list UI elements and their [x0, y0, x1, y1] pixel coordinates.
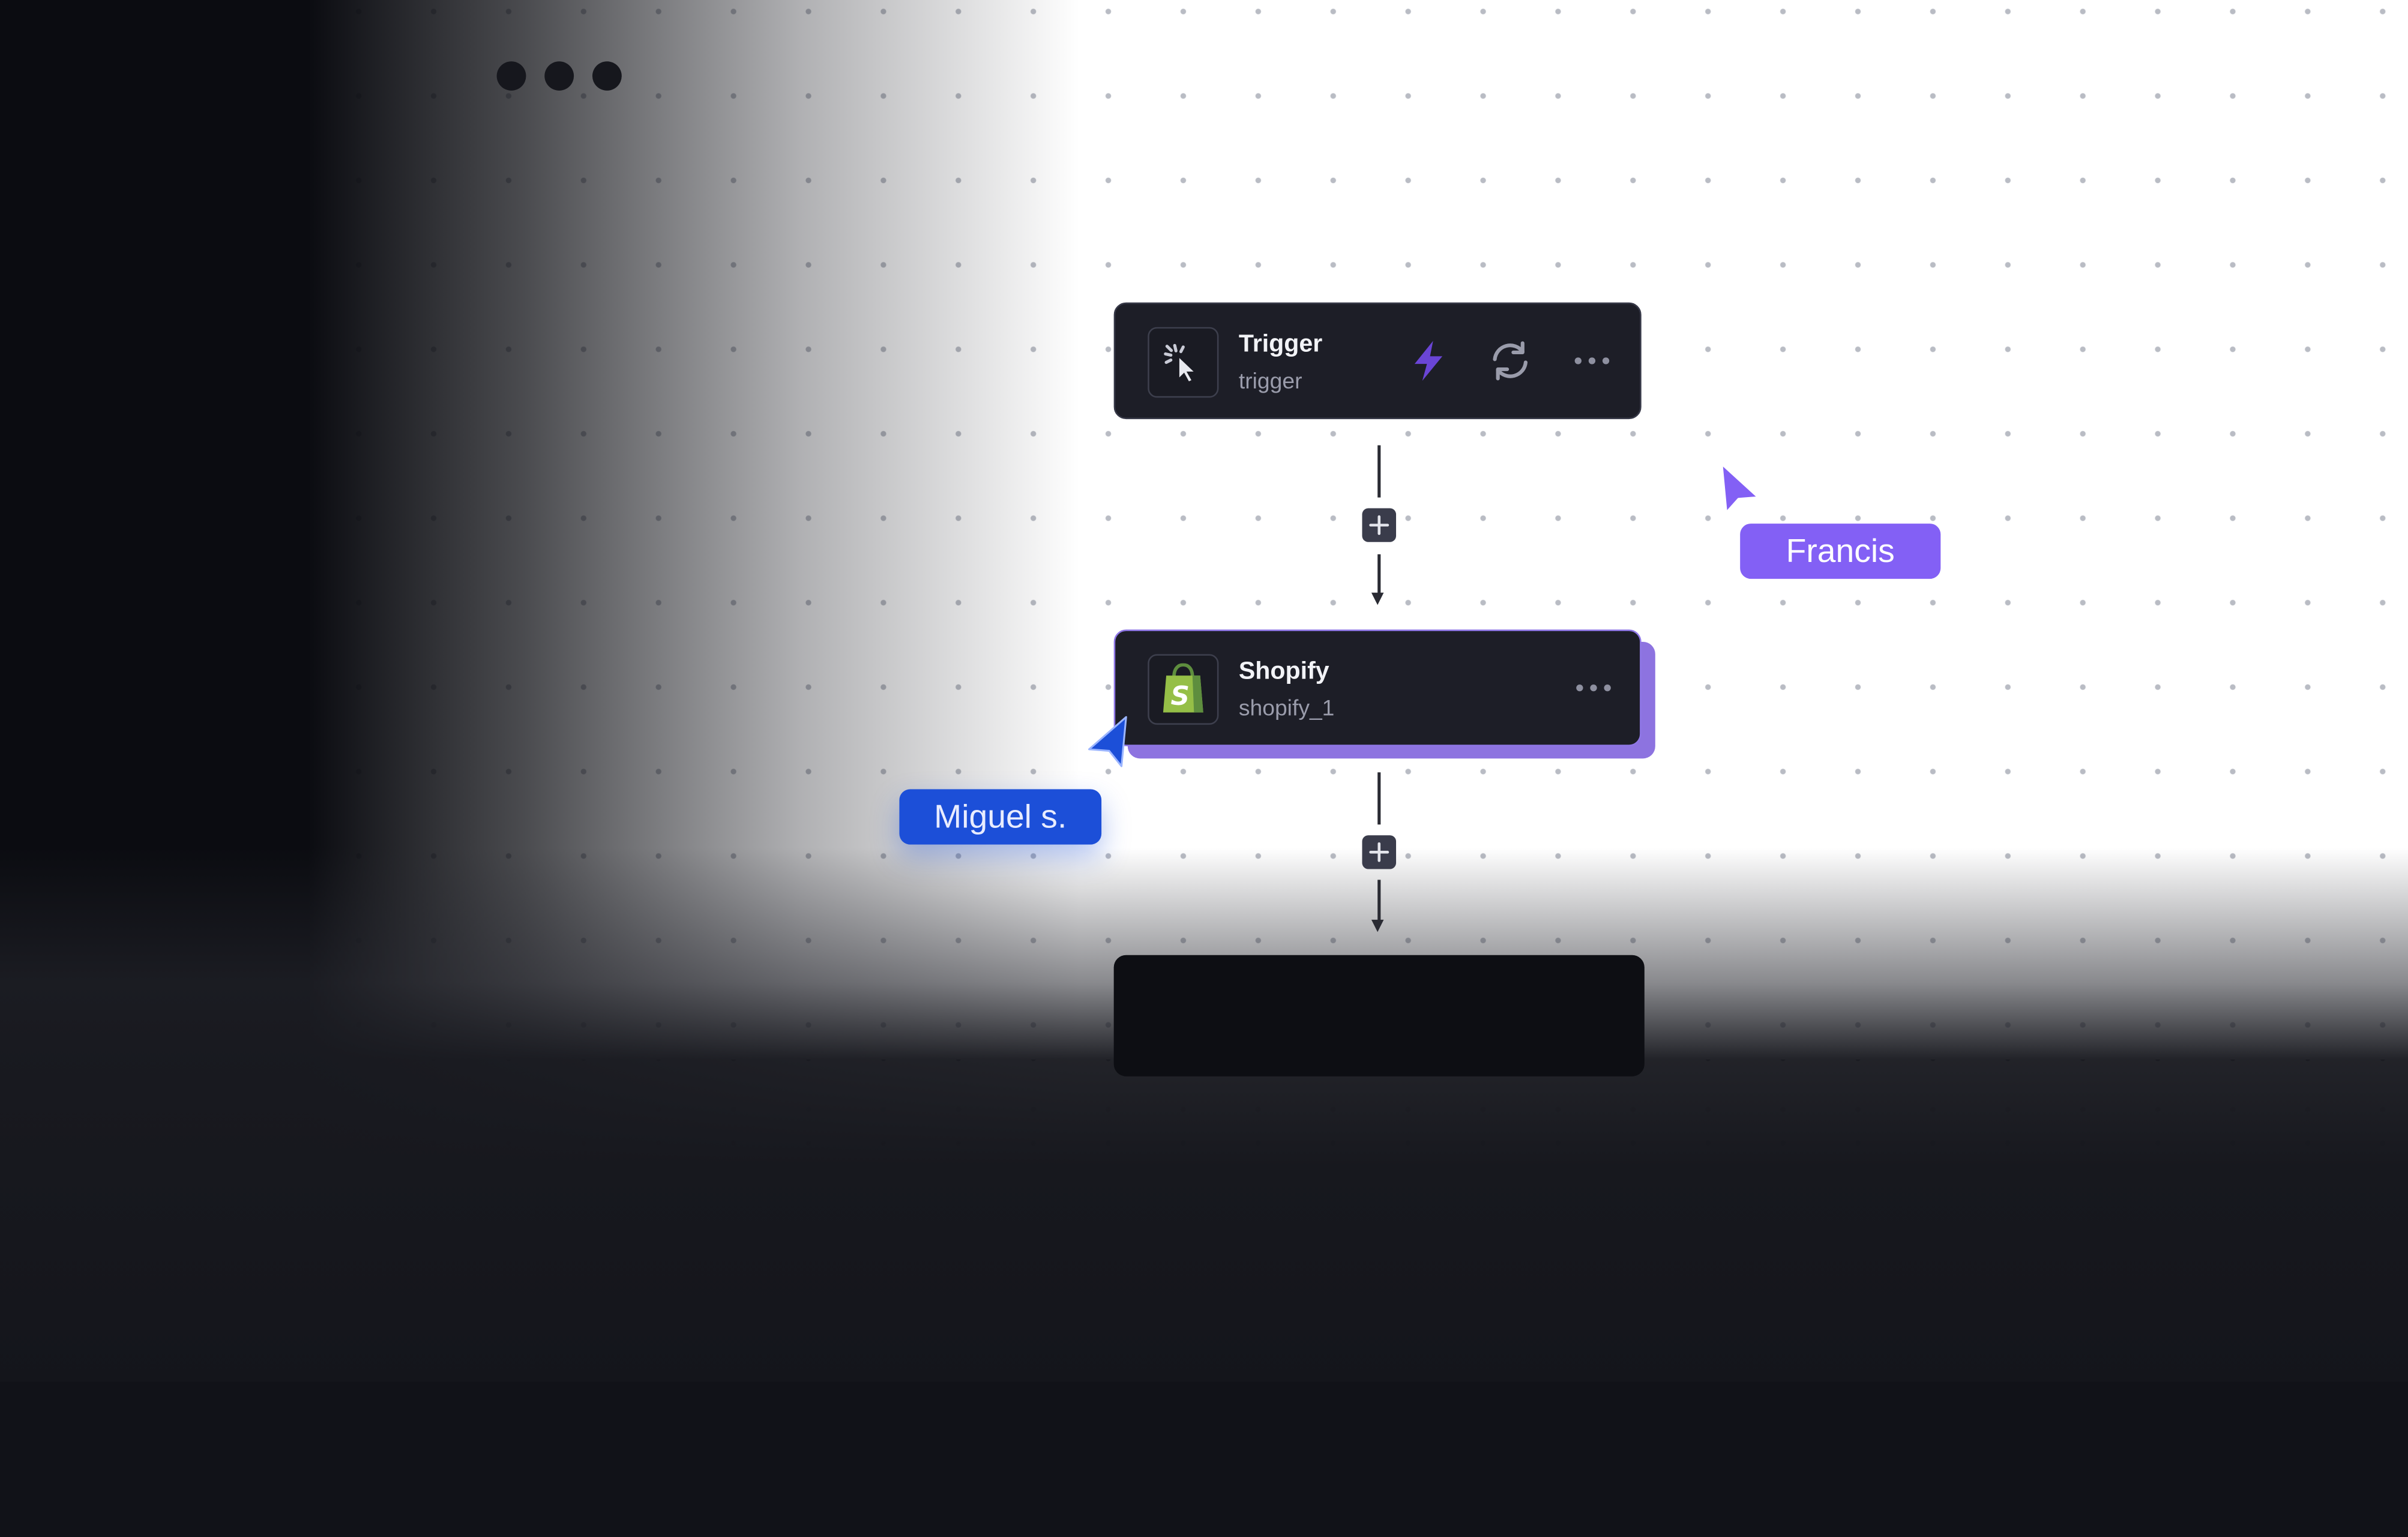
- bottom-strip: [0, 1381, 2408, 1537]
- window-controls: [496, 61, 622, 91]
- cursor-arrow-icon: [1085, 714, 1131, 777]
- cursor-arrow-icon: [1717, 460, 1763, 524]
- connector-line: [1377, 554, 1380, 594]
- arrow-down-icon: [1371, 593, 1384, 605]
- node-placeholder[interactable]: [1113, 955, 1645, 1077]
- collaborator-label-miguel: Miguel s.: [899, 789, 1102, 845]
- connector-line: [1377, 880, 1380, 922]
- refresh-icon[interactable]: [1487, 338, 1534, 384]
- node-title: Shopify: [1238, 659, 1329, 685]
- arrow-down-icon: [1371, 919, 1384, 932]
- node-subtitle: trigger: [1238, 370, 1302, 395]
- shopify-bag-icon: S: [1148, 654, 1219, 725]
- node-title: Trigger: [1238, 331, 1323, 358]
- plus-icon: [1369, 842, 1389, 862]
- plus-icon: [1369, 515, 1389, 535]
- window-dot[interactable]: [592, 61, 622, 91]
- add-step-button[interactable]: [1362, 508, 1397, 542]
- connector-line: [1377, 772, 1380, 825]
- more-icon[interactable]: [1570, 665, 1616, 711]
- click-pointer-icon: [1148, 327, 1219, 398]
- add-step-button[interactable]: [1362, 835, 1397, 869]
- window-dot[interactable]: [496, 61, 526, 91]
- svg-text:S: S: [1170, 681, 1189, 711]
- node-subtitle: shopify_1: [1238, 697, 1335, 722]
- more-icon[interactable]: [1569, 338, 1615, 384]
- node-shopify[interactable]: S Shopify shopify_1: [1113, 629, 1642, 746]
- lightning-icon[interactable]: [1405, 338, 1451, 384]
- window-dot[interactable]: [544, 61, 574, 91]
- connector-line: [1377, 445, 1380, 498]
- node-trigger[interactable]: Trigger trigger: [1113, 302, 1642, 420]
- collaborator-label-francis: Francis: [1740, 524, 1941, 579]
